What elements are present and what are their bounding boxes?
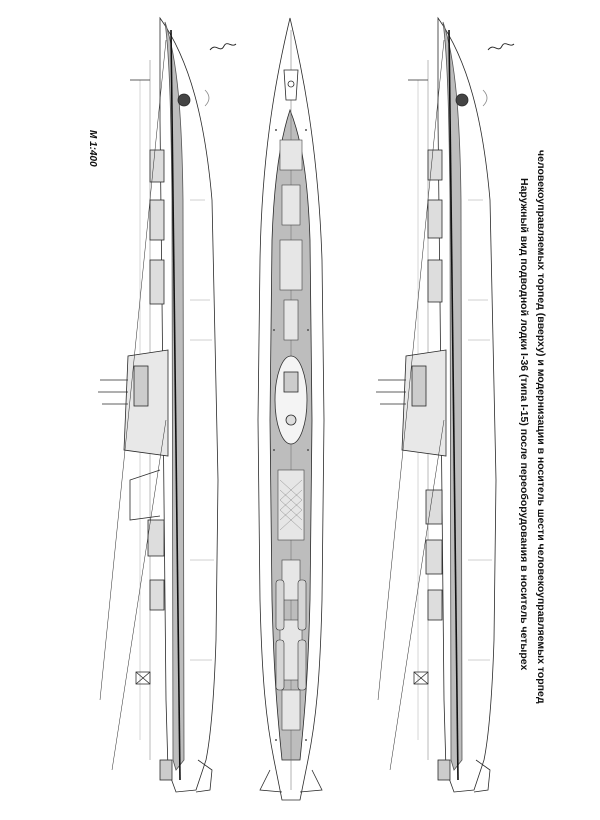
top-view-center: [257, 17, 325, 801]
side-profile-right: [376, 16, 497, 793]
side-profile-left: [98, 16, 219, 793]
signature-mark-right: [487, 43, 515, 51]
signature-mark-left: [209, 43, 237, 51]
scale-label: М 1:400: [87, 130, 98, 167]
caption-line-2: человекоуправляемых торпед (вверху) и мо…: [535, 150, 547, 704]
caption-line-1: Наружный вид подводной лодки I-36 (типа …: [518, 178, 530, 671]
